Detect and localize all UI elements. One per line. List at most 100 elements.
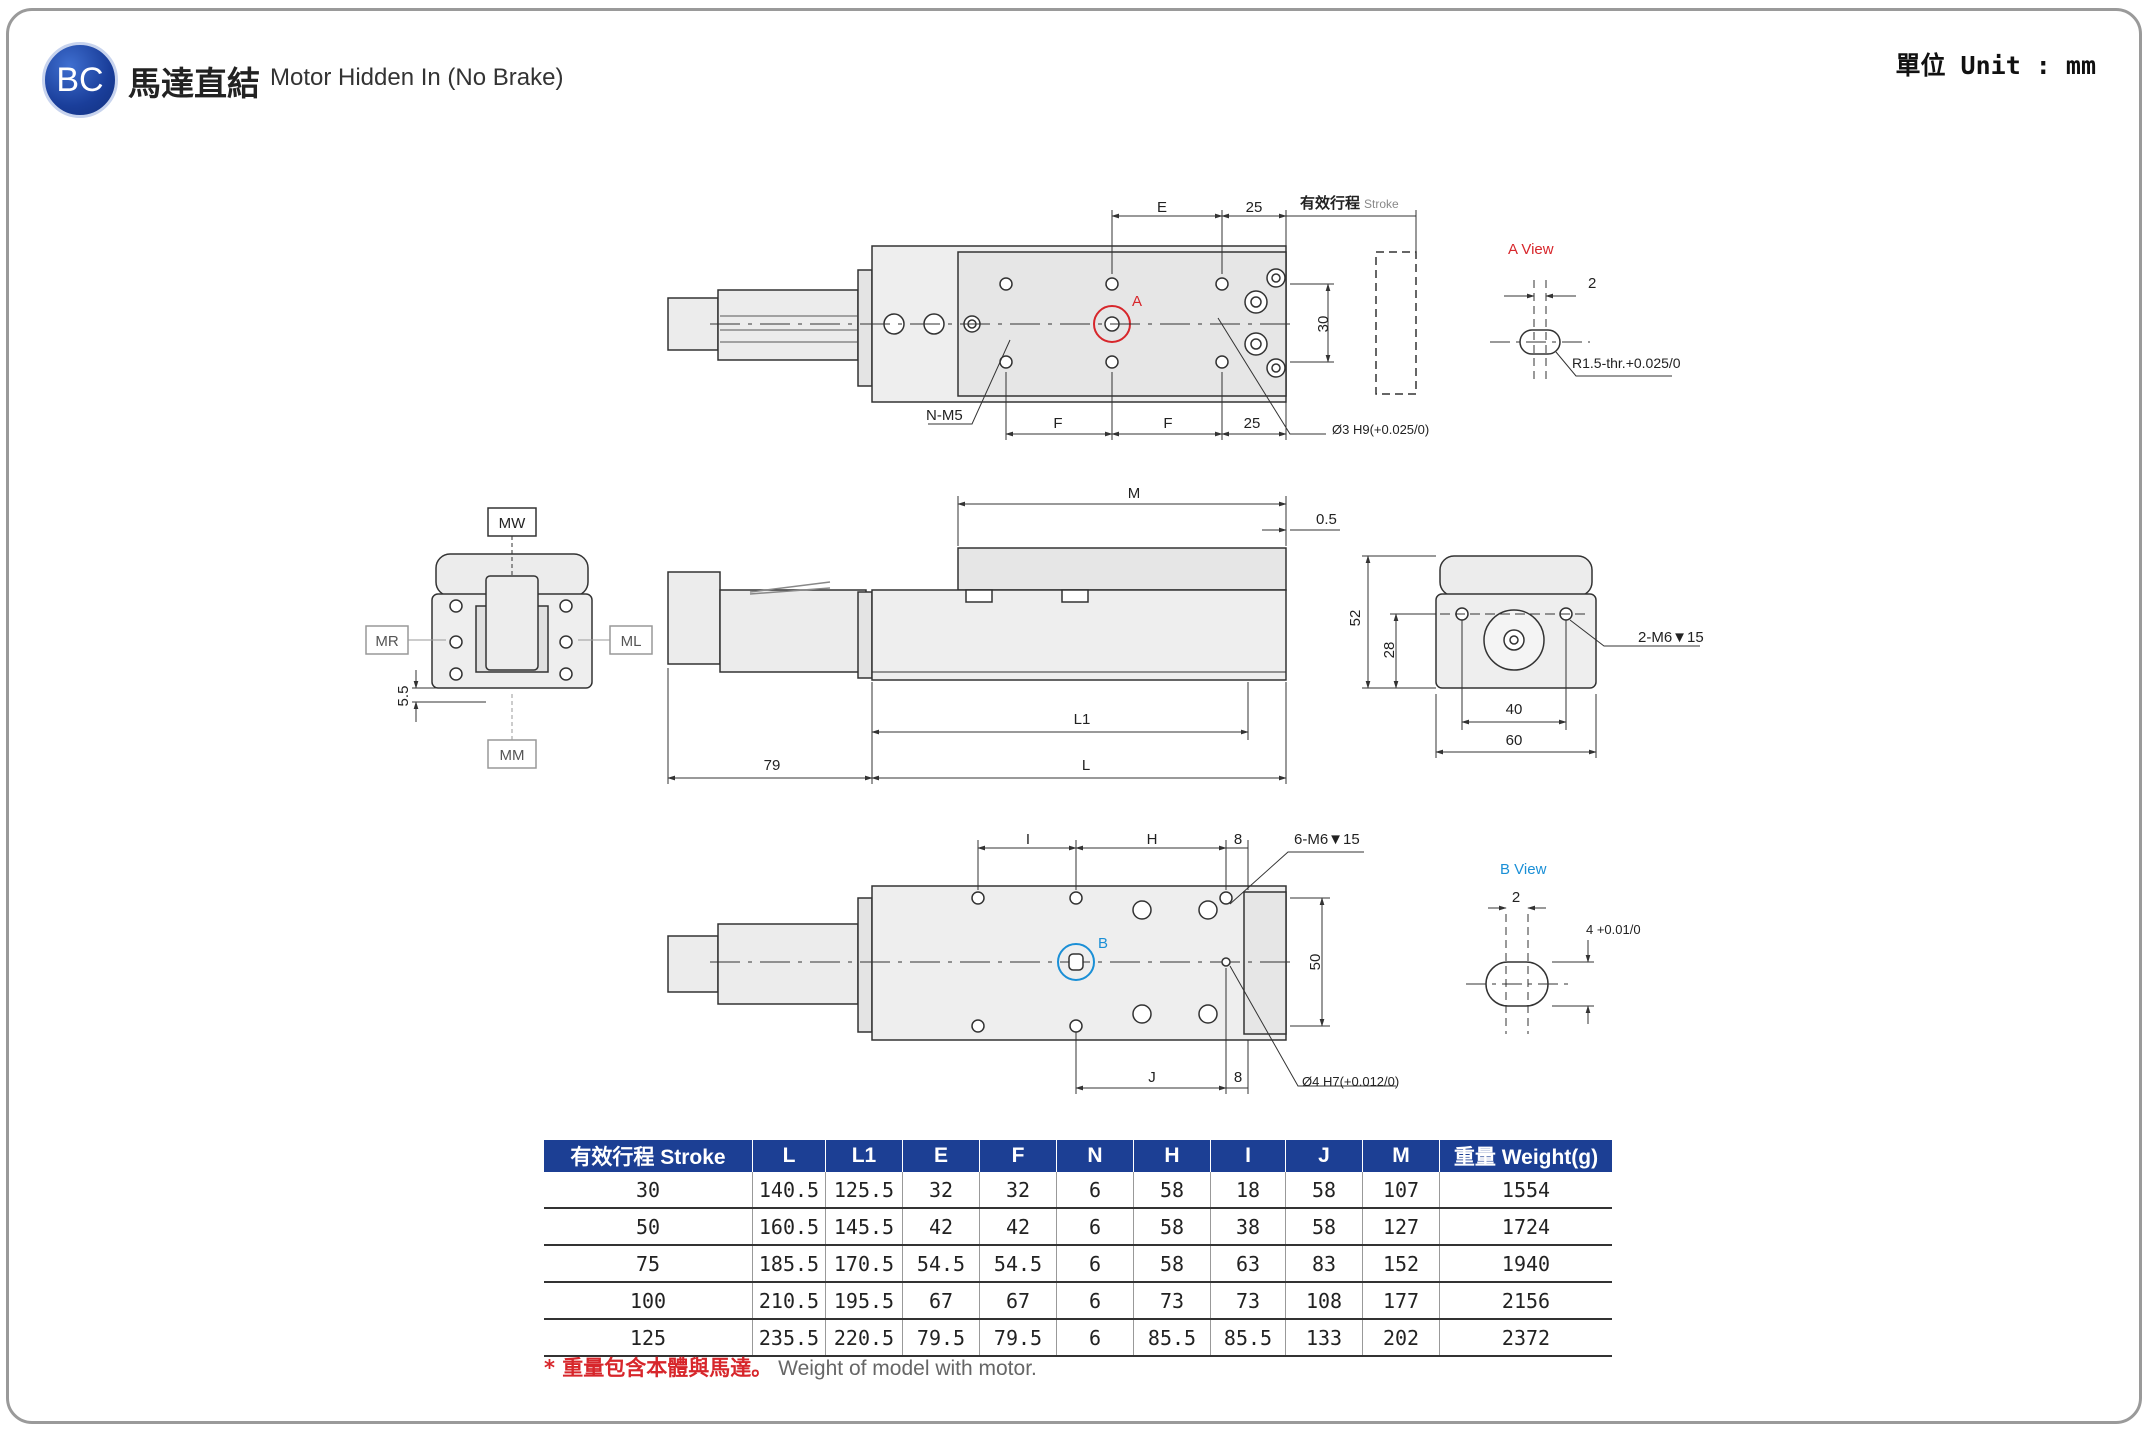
table-cell: 145.5 <box>825 1208 903 1246</box>
bottom-tap-label: 6-M6▼15 <box>1294 831 1360 848</box>
table-cell: 127 <box>1362 1208 1440 1246</box>
weight-note: * 重量包含本體與馬達。 Weight of model with motor. <box>544 1352 1037 1382</box>
table-cell: 58 <box>1133 1208 1211 1246</box>
dim-28-label: 28 <box>1381 642 1398 659</box>
spec-table-header: 有效行程 Stroke L L1 E F N H I J M 重量 Weight… <box>544 1140 1612 1172</box>
table-cell: 73 <box>1210 1282 1286 1320</box>
table-cell: 50 <box>544 1208 753 1246</box>
mr-label: MR <box>375 633 398 650</box>
b-view-dim-4: 4 +0.01/0 <box>1586 922 1641 937</box>
table-cell: 125.5 <box>825 1172 903 1209</box>
dim-l1-label: L1 <box>1074 711 1091 728</box>
table-cell: 67 <box>902 1282 980 1320</box>
col-f: F <box>979 1140 1057 1172</box>
table-cell: 6 <box>1056 1319 1134 1357</box>
table-cell: 1554 <box>1439 1172 1612 1209</box>
table-cell: 140.5 <box>752 1172 826 1209</box>
table-cell: 108 <box>1285 1282 1363 1320</box>
table-cell: 83 <box>1285 1245 1363 1283</box>
dim-40-label: 40 <box>1506 701 1523 718</box>
table-cell: 220.5 <box>825 1319 903 1357</box>
a-view-dim-2: 2 <box>1588 275 1596 292</box>
table-cell: 100 <box>544 1282 753 1320</box>
dim-h-label: H <box>1147 831 1158 848</box>
b-view <box>1466 905 1594 1034</box>
a-view <box>1490 280 1672 380</box>
b-view-dim-2: 2 <box>1512 889 1520 906</box>
dim-l-label: L <box>1082 757 1090 774</box>
dim-55-label: 5.5 <box>395 686 412 707</box>
unit-label: 單位 Unit : mm <box>1895 51 2096 80</box>
table-cell: 63 <box>1210 1245 1286 1283</box>
col-e: E <box>902 1140 980 1172</box>
table-cell: 6 <box>1056 1245 1134 1283</box>
end-tap-label: 2-M6▼15 <box>1638 629 1704 646</box>
col-l1: L1 <box>825 1140 903 1172</box>
dim-25-top-label: 25 <box>1246 199 1263 216</box>
dim-8-top-label: 8 <box>1234 831 1242 848</box>
a-view-title: A View <box>1508 241 1554 258</box>
table-cell: 6 <box>1056 1172 1134 1209</box>
dim-60-label: 60 <box>1506 732 1523 749</box>
table-cell: 2156 <box>1439 1282 1612 1320</box>
dim-50-label: 50 <box>1307 954 1324 971</box>
ml-label: ML <box>621 633 642 650</box>
page-subtitle: Motor Hidden In (No Brake) <box>270 64 564 91</box>
dim-e-label: E <box>1157 199 1167 216</box>
table-cell: 30 <box>544 1172 753 1209</box>
table-cell: 107 <box>1362 1172 1440 1209</box>
weight-note-zh: * 重量包含本體與馬達。 <box>544 1356 773 1380</box>
col-n: N <box>1056 1140 1134 1172</box>
table-cell: 54.5 <box>979 1245 1057 1283</box>
table-cell: 32 <box>979 1172 1057 1209</box>
table-cell: 202 <box>1362 1319 1440 1357</box>
bottom-view <box>667 840 1396 1094</box>
table-cell: 42 <box>902 1208 980 1246</box>
page-title: 馬達直結 <box>128 64 260 103</box>
table-cell: 177 <box>1362 1282 1440 1320</box>
table-cell: 58 <box>1133 1245 1211 1283</box>
stroke-en-label: Stroke <box>1364 197 1399 211</box>
table-cell: 85.5 <box>1133 1319 1211 1357</box>
a-view-slot-label: R1.5-thr.+0.025/0 <box>1572 355 1681 371</box>
col-j: J <box>1285 1140 1363 1172</box>
pin-hole-b-label: Ø4 H7(+0.012/0) <box>1302 1074 1399 1089</box>
table-cell: 79.5 <box>979 1319 1057 1357</box>
col-l: L <box>752 1140 826 1172</box>
table-cell: 18 <box>1210 1172 1286 1209</box>
weight-note-en: Weight of model with motor. <box>778 1357 1037 1380</box>
spec-table: 有效行程 Stroke L L1 E F N H I J M 重量 Weight… <box>544 1140 1612 1357</box>
table-cell: 79.5 <box>902 1319 980 1357</box>
table-cell: 133 <box>1285 1319 1363 1357</box>
view-b-marker: B <box>1098 935 1108 952</box>
dim-f2-label: F <box>1163 415 1172 432</box>
table-cell: 54.5 <box>902 1245 980 1283</box>
col-weight: 重量 Weight(g) <box>1439 1140 1612 1172</box>
table-cell: 73 <box>1133 1282 1211 1320</box>
table-cell: 75 <box>544 1245 753 1283</box>
n-m5-label: N-M5 <box>926 407 963 424</box>
dim-79-label: 79 <box>764 757 781 774</box>
top-view <box>667 210 1417 440</box>
table-cell: 6 <box>1056 1208 1134 1246</box>
table-cell: 6 <box>1056 1282 1134 1320</box>
table-cell: 67 <box>979 1282 1057 1320</box>
side-view <box>667 496 1340 784</box>
table-cell: 2372 <box>1439 1319 1612 1357</box>
table-cell: 125 <box>544 1319 753 1357</box>
dim-52-label: 52 <box>1347 610 1364 627</box>
b-view-title: B View <box>1500 861 1547 878</box>
mw-label: MW <box>499 515 526 532</box>
table-cell: 1940 <box>1439 1245 1612 1283</box>
table-cell: 38 <box>1210 1208 1286 1246</box>
series-badge: BC <box>42 42 118 118</box>
end-view-right <box>1362 555 1700 758</box>
stroke-zh-label: 有效行程 <box>1300 194 1360 212</box>
table-cell: 170.5 <box>825 1245 903 1283</box>
dim-j-label: J <box>1148 1069 1156 1086</box>
